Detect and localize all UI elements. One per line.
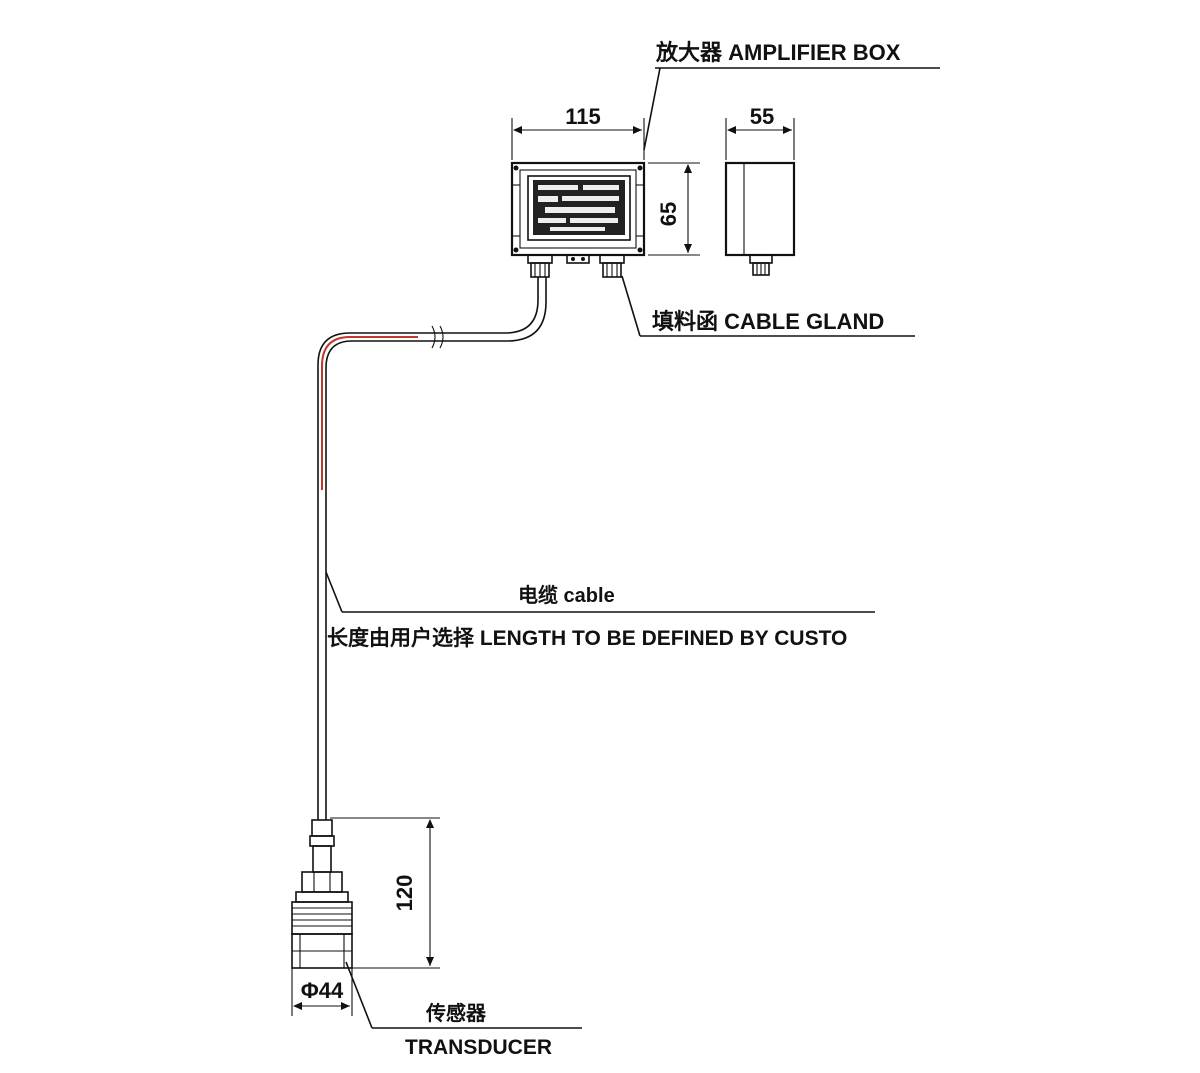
- dim-box-height-label: 65: [656, 202, 681, 226]
- transducer: [291, 819, 353, 969]
- amplifier-box-side-view: [724, 161, 796, 276]
- amplifier-box-callout: 放大器 AMPLIFIER BOX: [643, 40, 940, 151]
- dimension-box-height: 65: [648, 162, 700, 256]
- amplifier-box-front-view: [510, 161, 646, 257]
- cable-accent-stripe: [321, 336, 418, 490]
- dim-transducer-diameter-label: Φ44: [301, 978, 344, 1003]
- transducer-callout: 传感器 TRANSDUCER: [345, 961, 582, 1059]
- dimension-transducer-height: 120: [330, 817, 440, 969]
- dimension-transducer-diameter: Φ44: [291, 968, 353, 1016]
- transducer-label-cn: 传感器: [425, 1001, 487, 1025]
- nameplate: [527, 175, 631, 241]
- cable-gland-left: [527, 254, 553, 278]
- dim-box-depth-label: 55: [750, 104, 774, 129]
- cable-callout: 电缆 cable 长度由用户选择 LENGTH TO BE DEFINED BY…: [325, 571, 875, 650]
- transducer-label-en: TRANSDUCER: [405, 1036, 552, 1059]
- center-fitting: [566, 254, 590, 264]
- amplifier-box-label: 放大器 AMPLIFIER BOX: [655, 40, 901, 65]
- cable-gland-right: [599, 254, 625, 278]
- length-note: 长度由用户选择 LENGTH TO BE DEFINED BY CUSTO: [327, 626, 847, 650]
- dimension-box-depth: 55: [725, 104, 795, 160]
- cable-gland-label: 填料函 CABLE GLAND: [652, 309, 884, 334]
- cable-gland-callout: 填料函 CABLE GLAND: [621, 275, 915, 337]
- cable: [317, 277, 547, 820]
- dim-box-width-label: 115: [565, 104, 601, 129]
- dim-transducer-height-label: 120: [392, 875, 417, 912]
- dimension-box-width: 115: [511, 104, 645, 160]
- cable-label: 电缆 cable: [518, 583, 615, 607]
